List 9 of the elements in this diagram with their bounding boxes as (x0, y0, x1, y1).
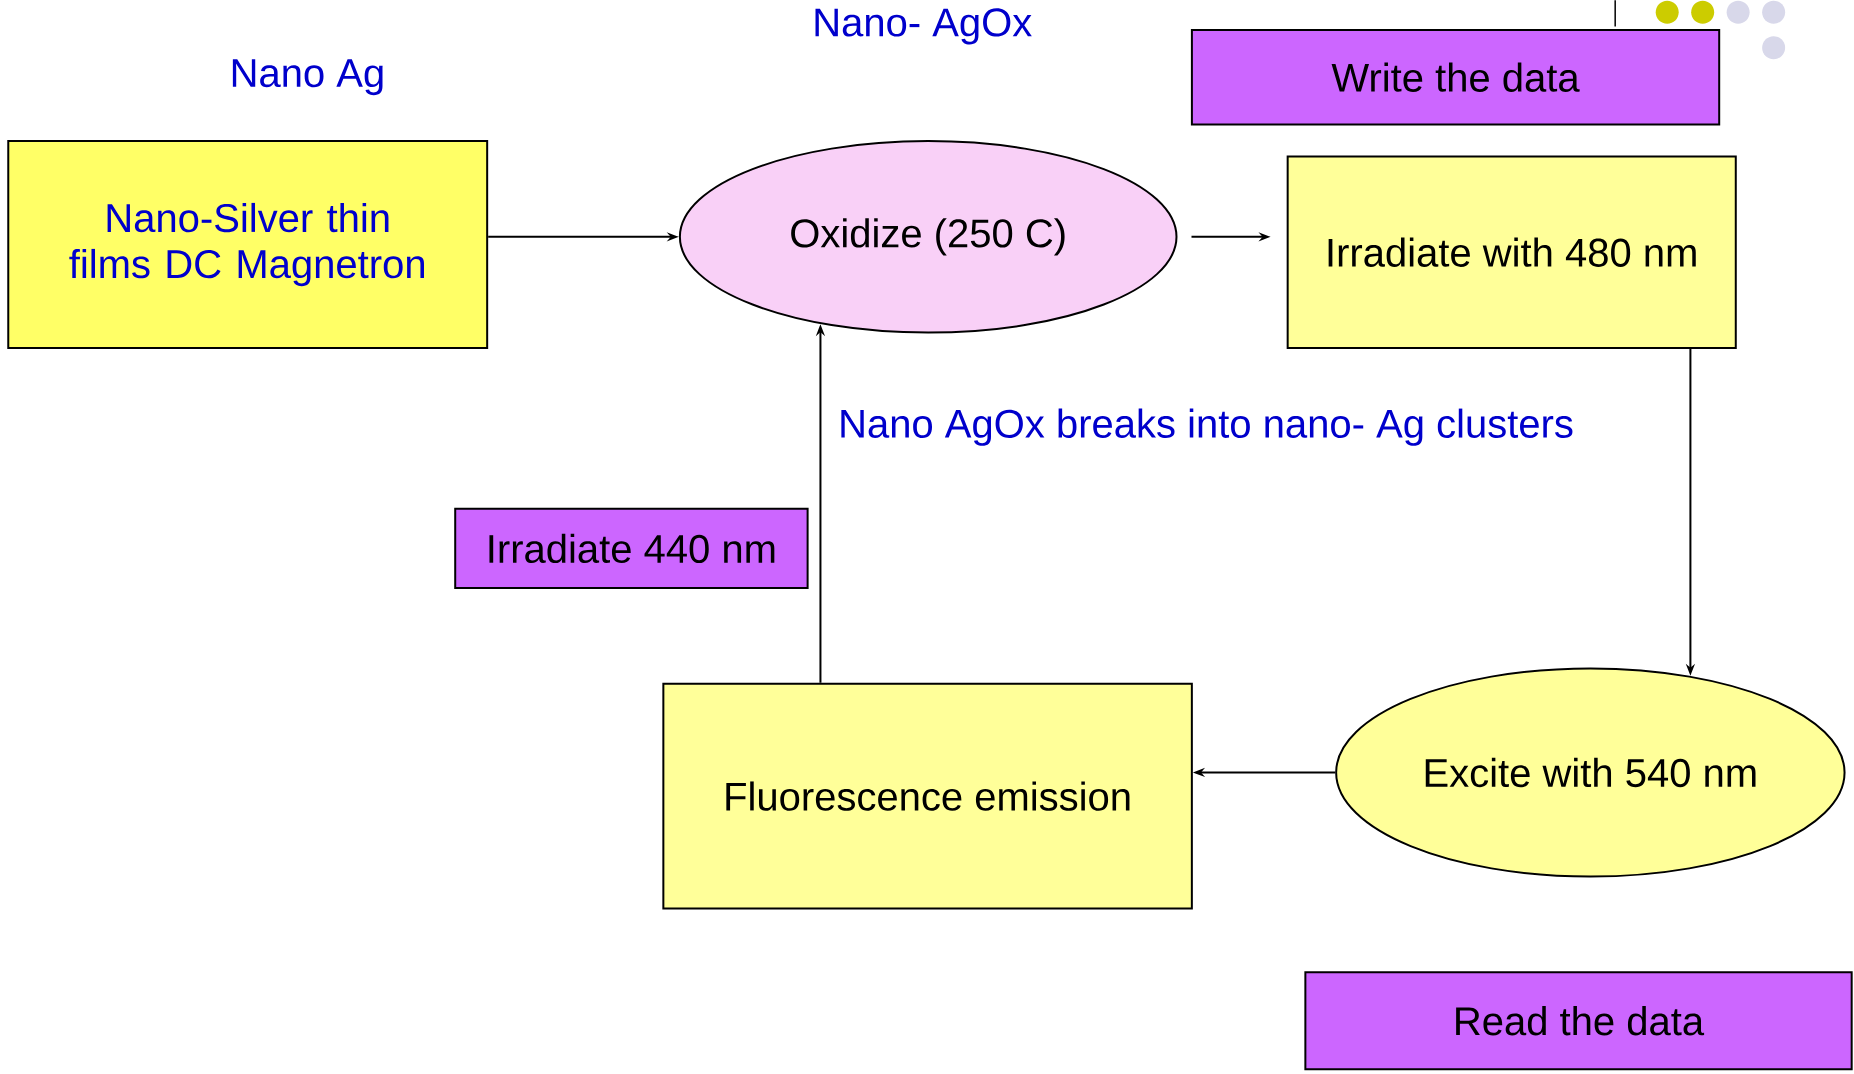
process-box: Nano-Silver thin films DC Magnetron (7, 140, 489, 349)
action-box: Read the data (1304, 971, 1853, 1071)
action-box: Irradiate 440 nm (454, 507, 809, 589)
annotation: Nano AgOx breaks into nano- Ag clusters (841, 408, 1573, 446)
heading: Nano- AgOx (815, 8, 1032, 45)
action-box: Write the data (1190, 28, 1721, 126)
heading: Nano Ag (232, 59, 383, 96)
process-box: Irradiate with 480 nm (1286, 155, 1737, 349)
process-box: Fluorescence emission (662, 682, 1193, 910)
